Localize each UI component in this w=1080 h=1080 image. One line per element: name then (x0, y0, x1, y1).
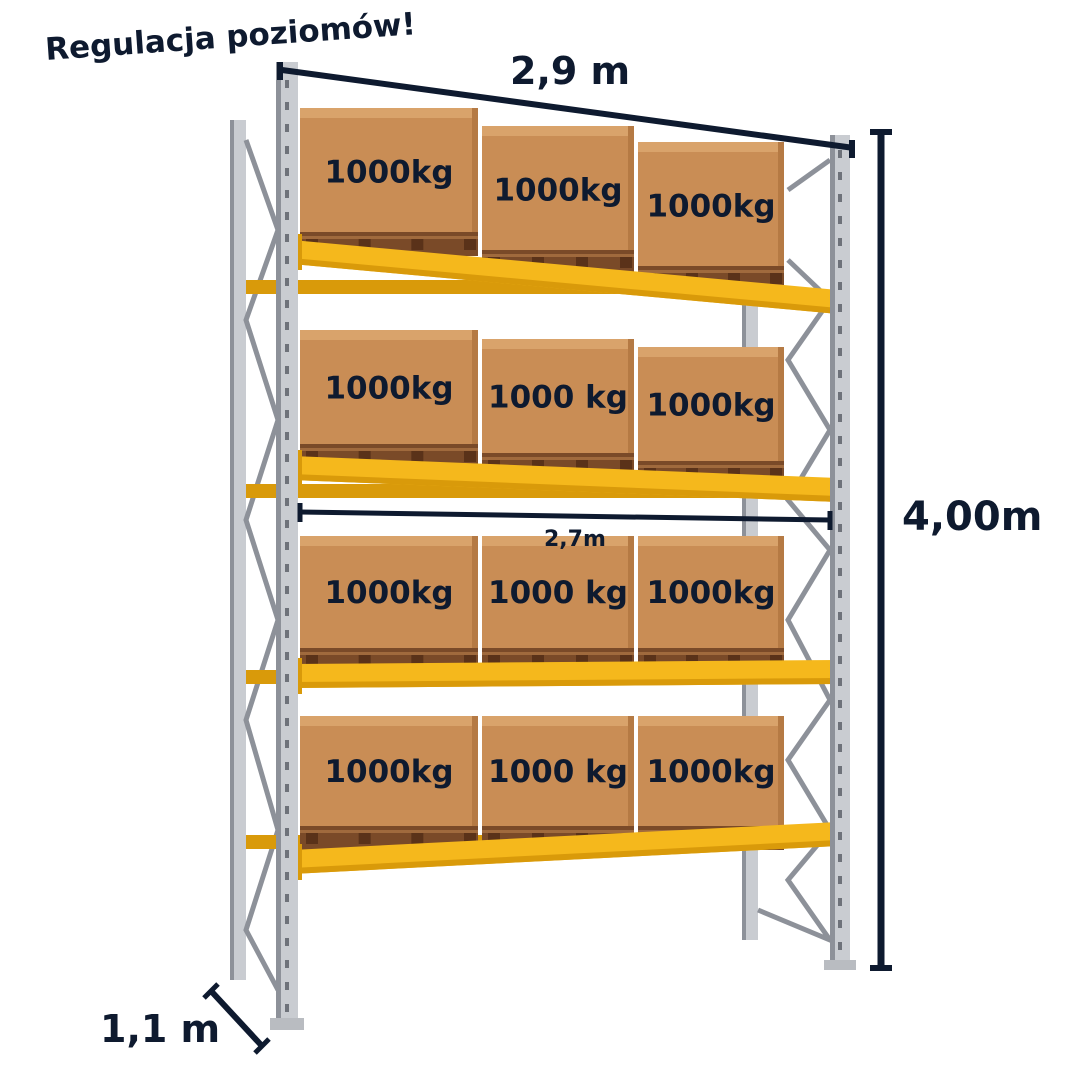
width-dimension: 2,9 m (277, 49, 855, 158)
headline: Regulacja poziomów! (44, 6, 417, 68)
pallet-box: 1000kg (638, 142, 784, 290)
pallet-box: 1000kg (638, 536, 784, 672)
load-capacity-label: 1000 kg (488, 575, 628, 611)
pallet-box: 1000kg (300, 536, 478, 672)
shelf-level: 1000kg 1000kg 1000kg (292, 108, 842, 320)
pallet-box: 1000kg (638, 716, 784, 850)
pallet-box: 1000 kg (482, 716, 634, 850)
load-capacity-label: 1000kg (324, 370, 453, 406)
dimension-line-icon (209, 989, 265, 1049)
load-capacity-label: 1000kg (324, 154, 453, 190)
width-label: 2,9 m (510, 49, 630, 93)
shelf-level: 1000kg 1000 kg 1000kg (292, 330, 842, 508)
pallet-box: 1000kg (300, 330, 478, 468)
dimension-line-icon (281, 67, 855, 151)
shelf-level: 1000kg 1000 kg 1000kg (292, 536, 842, 694)
load-capacity-label: 1000kg (646, 575, 775, 611)
pallet-box: 1000 kg (482, 339, 634, 477)
load-capacity-label: 1000 kg (488, 379, 628, 415)
back-left-upright (230, 120, 246, 980)
upright-holes (285, 80, 842, 1012)
depth-dimension: 1,1 m (100, 982, 271, 1055)
pallet-box: 1000kg (638, 347, 784, 485)
beam-length-dimension: 2,7m (297, 503, 833, 552)
load-capacity-label: 1000 kg (488, 754, 628, 790)
dimension-line-icon (299, 509, 831, 523)
right-frame-bracing (757, 157, 837, 946)
height-label: 4,00m (902, 494, 1042, 540)
pallet-box: 1000kg (482, 126, 634, 274)
load-capacity-label: 1000kg (324, 754, 453, 790)
pallet-box: 1000kg (300, 716, 478, 850)
pallet-box: 1000kg (300, 108, 478, 256)
load-capacity-label: 1000kg (493, 172, 622, 208)
shelf-level: 1000kg 1000 kg 1000kg (292, 716, 842, 880)
load-capacity-label: 1000kg (646, 754, 775, 790)
left-frame-bracing (243, 139, 281, 992)
height-dimension: 4,00m (870, 129, 1042, 971)
load-capacity-label: 1000kg (646, 387, 775, 423)
pallet-box: 1000 kg (482, 536, 634, 672)
depth-label: 1,1 m (100, 1007, 220, 1051)
load-capacity-label: 1000kg (646, 188, 775, 224)
load-capacity-label: 1000kg (324, 575, 453, 611)
beam-length-label: 2,7m (544, 527, 606, 552)
